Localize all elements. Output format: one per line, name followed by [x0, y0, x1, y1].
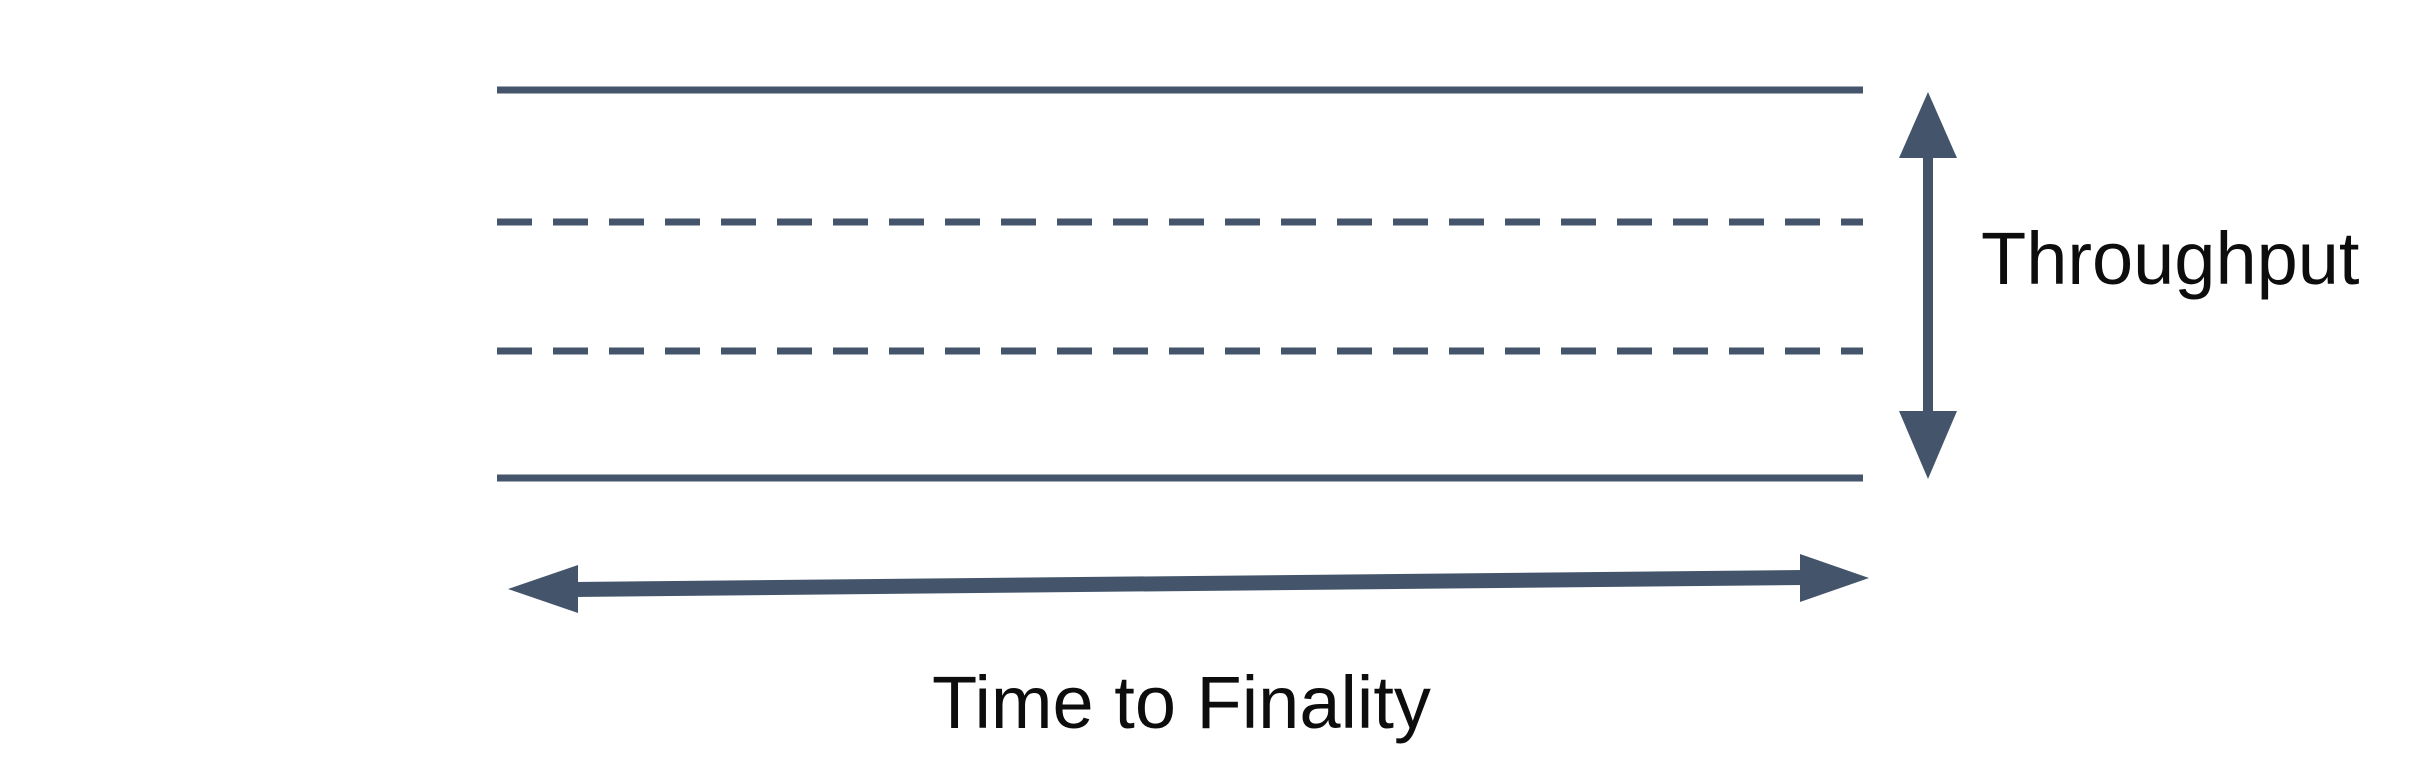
lane-lines: [497, 86, 1863, 482]
throughput-axis-label: Throughput: [1981, 217, 2360, 300]
time-to-finality-axis-label: Time to Finality: [932, 661, 1431, 744]
double-headed-vertical-arrow-icon: [1899, 92, 1957, 479]
double-headed-horizontal-arrow-icon: [508, 554, 1869, 613]
